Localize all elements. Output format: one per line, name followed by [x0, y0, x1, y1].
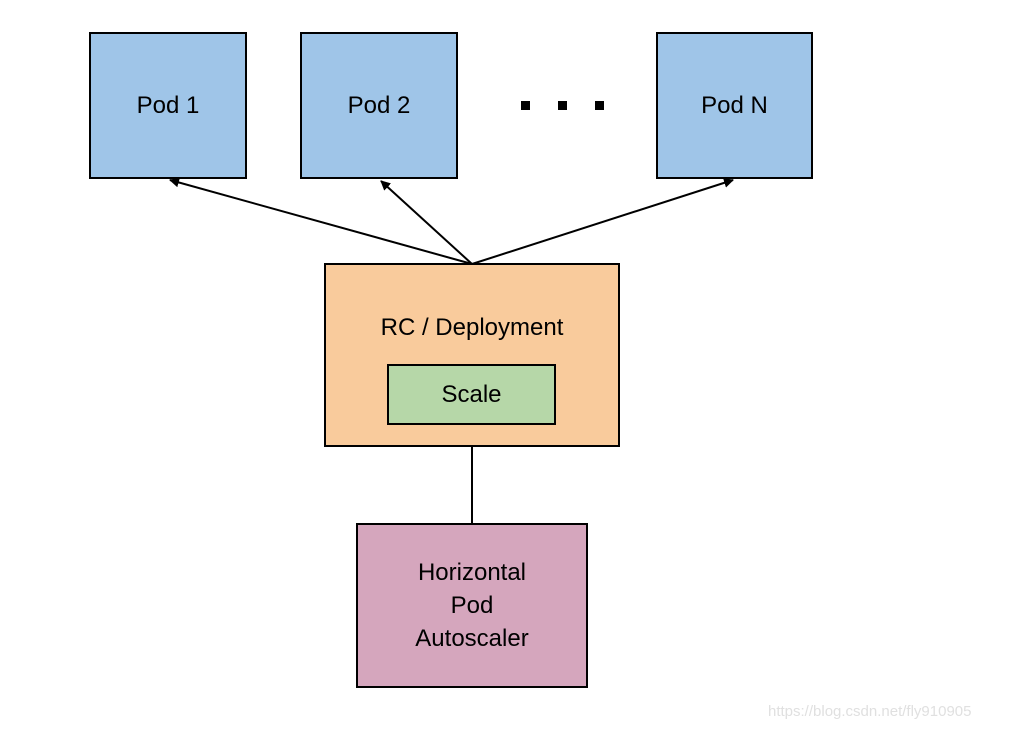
horizontal-pod-autoscaler-box: Horizontal Pod Autoscaler [356, 523, 588, 688]
ellipsis-dot [595, 101, 604, 110]
watermark: https://blog.csdn.net/fly910905 [768, 703, 972, 720]
ellipsis-dot [558, 101, 567, 110]
pod-2-label: Pod 2 [347, 92, 411, 119]
rc-deployment-label: RC / Deployment [380, 314, 564, 341]
arrow-to-pod-2 [380, 180, 473, 265]
pod-2-box: Pod 2 [300, 32, 458, 179]
scale-box: Scale [387, 364, 556, 425]
pod-n-label: Pod N [701, 92, 768, 119]
pod-1-box: Pod 1 [89, 32, 247, 179]
arrow-to-pod-1 [169, 177, 473, 265]
pod-n-box: Pod N [656, 32, 813, 179]
hpa-label-line-2: Pod [450, 592, 494, 619]
arrow-to-pod-n [471, 177, 734, 265]
hpa-label-line-1: Horizontal [417, 559, 527, 586]
scale-label: Scale [441, 381, 502, 408]
hpa-label-line-3: Autoscaler [415, 625, 529, 652]
pod-1-label: Pod 1 [136, 92, 200, 119]
ellipsis-dot [521, 101, 530, 110]
